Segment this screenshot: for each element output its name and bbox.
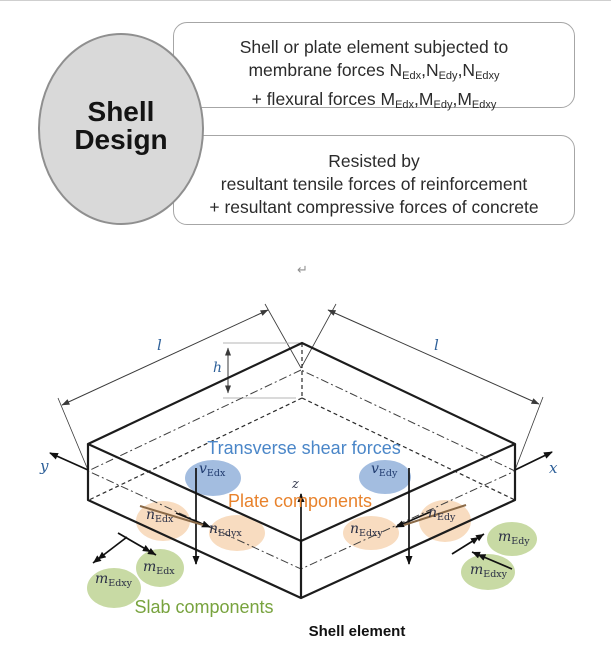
label-medxy-right: mEdxy	[470, 562, 508, 580]
label-nedyx: nEdyx	[209, 521, 242, 539]
x-axis-arrow	[514, 451, 553, 471]
z-axis-label: z	[292, 477, 299, 492]
dim-label-l-left: l	[157, 336, 162, 354]
dim-line-l-left	[61, 309, 269, 406]
dim-label-l-right: l	[434, 336, 439, 354]
moment-arrows	[92, 532, 513, 570]
box2-line1: Resisted by	[328, 151, 420, 171]
slab-components-label: Slab components	[134, 597, 274, 617]
slab-ellipse-medx	[136, 549, 184, 587]
diagram-caption: Shell element	[308, 623, 406, 640]
label-vedx: vEdx	[199, 461, 226, 479]
slab-ellipse-medy	[487, 522, 537, 556]
dim-ext-right-inner	[300, 303, 337, 369]
hidden-bottom-left-edge	[88, 397, 303, 501]
medx-arrow	[117, 532, 157, 556]
nedxy-arrow	[395, 511, 431, 528]
medy-arrow	[451, 533, 485, 555]
dimension-lines	[57, 303, 544, 471]
shell-design-circle: Shell Design	[38, 33, 204, 225]
slab-ellipse-medxy-left	[87, 568, 141, 608]
label-medxy-left: mEdxy	[95, 571, 133, 589]
plate-components-label: Plate components	[227, 491, 373, 511]
dim-ext-right-outer	[514, 396, 544, 471]
nedyx-arrow	[175, 512, 211, 528]
resisted-by-box: Resisted by resultant tensile forces of …	[173, 135, 575, 225]
y-axis-label: y	[40, 457, 49, 475]
plate-ellipse-nedx	[136, 501, 190, 541]
shear-ellipse-vedx	[185, 460, 241, 496]
medxy-left-arrow	[92, 536, 128, 564]
hidden-bottom-right-edge	[301, 397, 516, 501]
dim-ext-left-inner	[264, 303, 302, 369]
membrane-forces-box: Shell or plate element subjected to memb…	[173, 22, 575, 111]
dim-line-l-right	[327, 309, 540, 405]
shear-ellipse-vedy	[359, 460, 411, 494]
nedy-line	[403, 504, 467, 526]
label-nedx: nEdx	[146, 507, 174, 525]
box2-line2: resultant tensile forces of reinforcemen…	[220, 174, 528, 194]
component-ellipses	[87, 460, 537, 608]
y-axis-arrow	[49, 452, 89, 471]
circle-title-line2: Design	[74, 124, 168, 155]
plate-ellipse-nedy	[419, 500, 471, 542]
force-arrows	[49, 451, 553, 565]
label-medx: mEdx	[143, 559, 175, 577]
plate-ellipse-nedxy	[343, 516, 399, 550]
top-divider	[0, 0, 611, 1]
x-axis-label: x	[549, 459, 558, 477]
plate-ellipse-nedyx	[209, 515, 265, 551]
box1-line2: membrane forces NEdx,NEdy,NEdxy	[248, 60, 500, 82]
dim-ext-left-outer	[57, 397, 89, 471]
label-medy: mEdy	[498, 529, 530, 547]
slab-ellipse-medxy-right	[461, 554, 515, 590]
return-mark: ↵	[297, 262, 308, 277]
medxy-right-arrow	[471, 551, 513, 570]
box2-line3: + resultant compressive forces of concre…	[209, 197, 539, 217]
hidden-edges	[88, 343, 516, 501]
membrane-force-lines	[139, 504, 467, 526]
label-nedy: nEdy	[428, 505, 456, 523]
dim-label-h: h	[213, 360, 223, 376]
nedx-line	[139, 505, 204, 526]
transverse-shear-forces-label: Transverse shear forces	[207, 438, 401, 458]
label-nedxy: nEdxy	[350, 521, 383, 539]
box1-line3: + flexural forces MEdx,MEdy,MEdxy	[251, 89, 497, 111]
label-vedy: vEdy	[371, 461, 398, 479]
circle-title-line1: Shell	[87, 96, 155, 127]
box1-line1: Shell or plate element subjected to	[239, 37, 509, 57]
